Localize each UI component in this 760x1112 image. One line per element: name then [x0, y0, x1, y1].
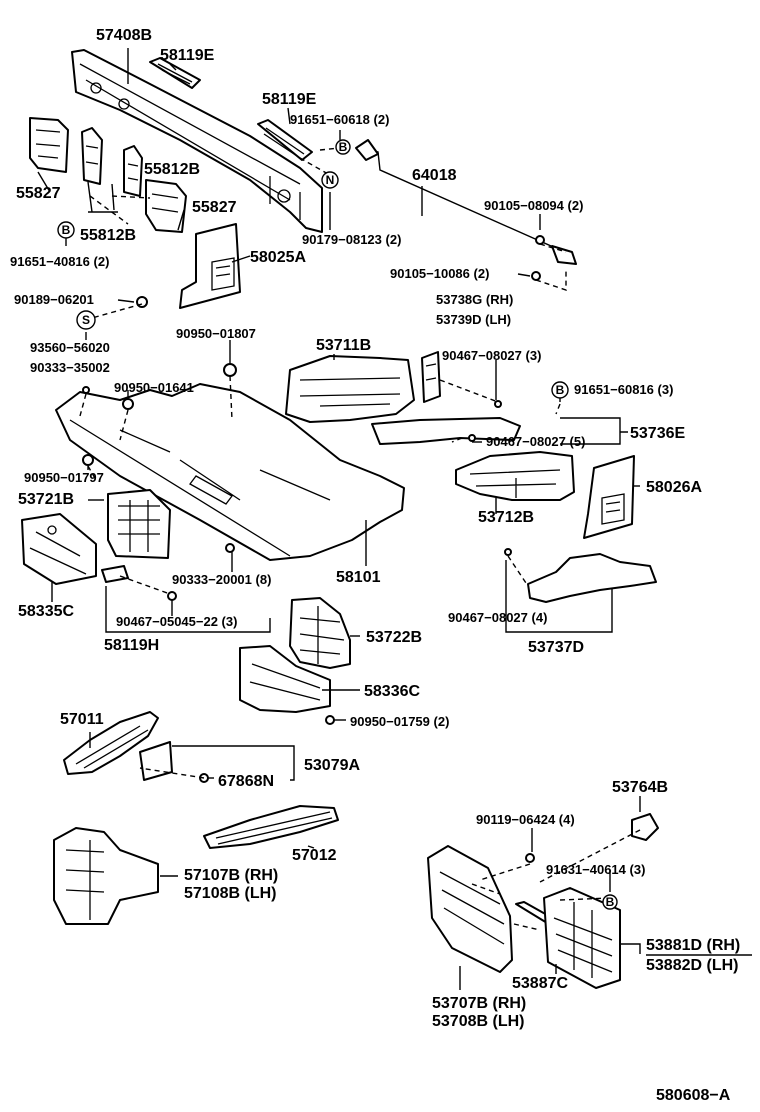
label-90179-08123: 90179−08123 (2) [302, 232, 401, 247]
seal-53737D [527, 553, 657, 603]
label-53736E: 53736E [630, 425, 685, 442]
label-58026A: 58026A [646, 479, 702, 496]
member-57012 [203, 805, 339, 849]
bracket-55812B-right [123, 145, 143, 197]
label-53722B: 53722B [366, 629, 422, 646]
panel-58335C [21, 513, 97, 585]
label-91631-40614: 91631−40614 (3) [546, 862, 645, 877]
floor-pan-58101 [55, 383, 405, 561]
label-55812B-right: 55812B [144, 161, 200, 178]
label-57012: 57012 [292, 847, 337, 864]
svg-text:S: S [82, 313, 90, 327]
label-58101: 58101 [336, 569, 381, 586]
label-53882D: 53882D (LH) [646, 957, 738, 974]
label-58025A: 58025A [250, 249, 306, 266]
svg-text:B: B [556, 383, 565, 397]
label-90189-06201: 90189−06201 [14, 292, 94, 307]
label-53721B: 53721B [18, 491, 74, 508]
marker-n-90179: N [321, 171, 339, 189]
bracket-55827-left [29, 117, 69, 173]
label-58119E-lower: 58119E [262, 91, 317, 108]
seal-53736E [371, 417, 521, 445]
cover-58119E-lower [257, 119, 313, 161]
label-55812B-left: 55812B [80, 227, 136, 244]
svg-text:B: B [606, 895, 615, 909]
label-91651-40816: 91651−40816 (2) [10, 254, 109, 269]
svg-text:N: N [326, 173, 335, 187]
label-90950-01759: 90950−01759 (2) [350, 714, 449, 729]
svg-text:B: B [339, 140, 348, 154]
plate-53079A [139, 741, 173, 781]
marker-b-91651-60618: B [335, 139, 351, 155]
label-90467-08027-4: 90467−08027 (4) [448, 610, 547, 625]
label-90333-20001: 90333−20001 (8) [172, 572, 271, 587]
panel-53721B [107, 489, 171, 559]
panel-53712B [455, 451, 575, 501]
label-53738G: 53738G (RH) [436, 292, 513, 307]
label-55827-left: 55827 [16, 185, 61, 202]
label-58335C: 58335C [18, 603, 74, 620]
label-90119-06424: 90119−06424 (4) [476, 812, 575, 827]
panel-58336C [239, 645, 331, 713]
cover-58119E-upper [149, 57, 201, 89]
label-53887C: 53887C [512, 975, 568, 992]
label-53881D: 53881D (RH) [646, 937, 740, 954]
label-58336C: 58336C [364, 683, 420, 700]
label-90950-01641: 90950−01641 [114, 380, 194, 395]
label-53708B: 53708B (LH) [432, 1013, 524, 1030]
marker-s-93560: S [76, 310, 96, 330]
bracket-55812B-left [81, 127, 103, 185]
label-91651-60816: 91651−60816 (3) [574, 382, 673, 397]
label-90467-08027-5: 90467−08027 (5) [486, 434, 585, 449]
rod-64018 [355, 139, 577, 265]
assembly-lines [79, 147, 641, 931]
label-90950-01797: 90950−01797 [24, 470, 104, 485]
label-90105-08094: 90105−08094 (2) [484, 198, 583, 213]
label-90467-05045-22: 90467−05045−22 (3) [116, 614, 237, 629]
panel-53707B [427, 845, 513, 973]
label-53707B: 53707B (RH) [432, 995, 526, 1012]
label-57107B: 57107B (RH) [184, 867, 278, 884]
cowl-panel-57408B [71, 49, 323, 233]
label-90105-10086: 90105−10086 (2) [390, 266, 489, 281]
label-93560-56020: 93560−56020 [30, 340, 110, 355]
label-90333-35002: 90333−35002 [30, 360, 110, 375]
bracket-55827-right [145, 179, 187, 233]
trim-58025A [179, 223, 241, 309]
plate-58119H [101, 565, 129, 583]
label-53764B: 53764B [612, 779, 668, 796]
label-53737D: 53737D [528, 639, 584, 656]
label-57108B: 57108B (LH) [184, 885, 276, 902]
label-64018: 64018 [412, 167, 457, 184]
marker-b-91651-40816: B [57, 221, 75, 239]
panel-57107B [53, 827, 159, 925]
label-67868N: 67868N [218, 773, 274, 790]
label-57011: 57011 [60, 711, 104, 728]
marker-b-91631-40614: B [602, 894, 618, 910]
clip-53764B [631, 813, 659, 841]
label-55827-right: 55827 [192, 199, 237, 216]
svg-text:B: B [62, 223, 71, 237]
leader-lines [37, 48, 641, 990]
label-53079A: 53079A [304, 757, 360, 774]
panel-53722B [289, 597, 351, 669]
label-91651-60618: 91651−60618 (2) [290, 112, 389, 127]
marker-b-91651-60816: B [551, 381, 569, 399]
label-90950-01807: 90950−01807 [176, 326, 256, 341]
bracket-53738G [421, 351, 441, 403]
member-57011 [63, 711, 159, 775]
label-53739D: 53739D (LH) [436, 312, 511, 327]
trim-58026A [583, 455, 635, 539]
label-53712B: 53712B [478, 509, 534, 526]
part-labels: 57408B 58119E 58119E 91651−60618 (2) 640… [10, 27, 740, 1104]
label-53711B: 53711B [316, 337, 371, 354]
panel-53881D [543, 887, 621, 989]
figure-code: 580608−A [656, 1087, 731, 1104]
panel-53711B [285, 355, 415, 423]
label-90467-08027-3: 90467−08027 (3) [442, 348, 541, 363]
label-58119E-upper: 58119E [160, 47, 215, 64]
label-58119H: 58119H [104, 637, 159, 654]
label-57408B: 57408B [96, 27, 152, 44]
